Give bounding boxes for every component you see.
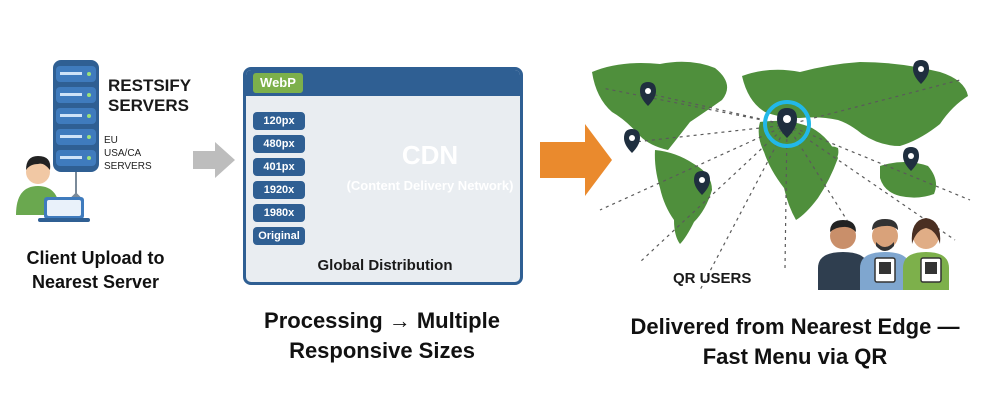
step1-caption-line1: Client Upload to: [26, 248, 165, 268]
region-eu-label: EU: [104, 135, 118, 146]
step1-caption: Client Upload to Nearest Server: [8, 246, 183, 294]
step3-caption-line1: Delivered from Nearest Edge —: [630, 314, 960, 339]
step2-caption-line1: Processing → Multiple: [264, 308, 500, 333]
cdn-subtitle: (Content Delivery Network): [346, 178, 514, 193]
client-user-icon: [16, 156, 90, 222]
step2-caption: Processing → Multiple Responsive Sizes: [232, 306, 532, 366]
server-title-line2: SERVERS: [108, 96, 189, 115]
region-usa-label: USA/CA: [104, 148, 142, 159]
server-title: RESTSIFY SERVERS: [108, 76, 191, 116]
size-chip-4: 1920x: [253, 181, 305, 199]
size-chip-original: Original: [253, 227, 305, 245]
size-chip-5: 1980x: [253, 204, 305, 222]
nearest-edge-highlight: [763, 100, 811, 148]
step3-caption-line2: Fast Menu via QR: [702, 344, 888, 369]
step2-caption-line2: Responsive Sizes: [289, 338, 475, 363]
processing-panel: [243, 67, 523, 285]
region-servers-label: SERVERS: [104, 161, 152, 172]
size-chip-1: 120px: [253, 112, 305, 130]
cdn-title: CDN: [401, 140, 459, 170]
server-stack-icon: [53, 60, 99, 204]
server-title-line1: RESTSIFY: [108, 76, 192, 95]
webp-format-badge: WebP: [253, 73, 303, 93]
gray-flow-arrow: [193, 142, 235, 178]
server-regions: EU USA/CA SERVERS: [104, 134, 152, 173]
size-chip-2: 480px: [253, 135, 305, 153]
step3-caption: Delivered from Nearest Edge — Fast Menu …: [590, 312, 1000, 372]
qr-users-label: QR USERS: [673, 270, 752, 287]
size-chip-3: 401px: [253, 158, 305, 176]
orange-flow-arrow: [540, 124, 612, 196]
global-distribution-label: Global Distribution: [317, 257, 453, 274]
step1-caption-line2: Nearest Server: [31, 272, 160, 292]
qr-users-icon: [818, 218, 949, 290]
